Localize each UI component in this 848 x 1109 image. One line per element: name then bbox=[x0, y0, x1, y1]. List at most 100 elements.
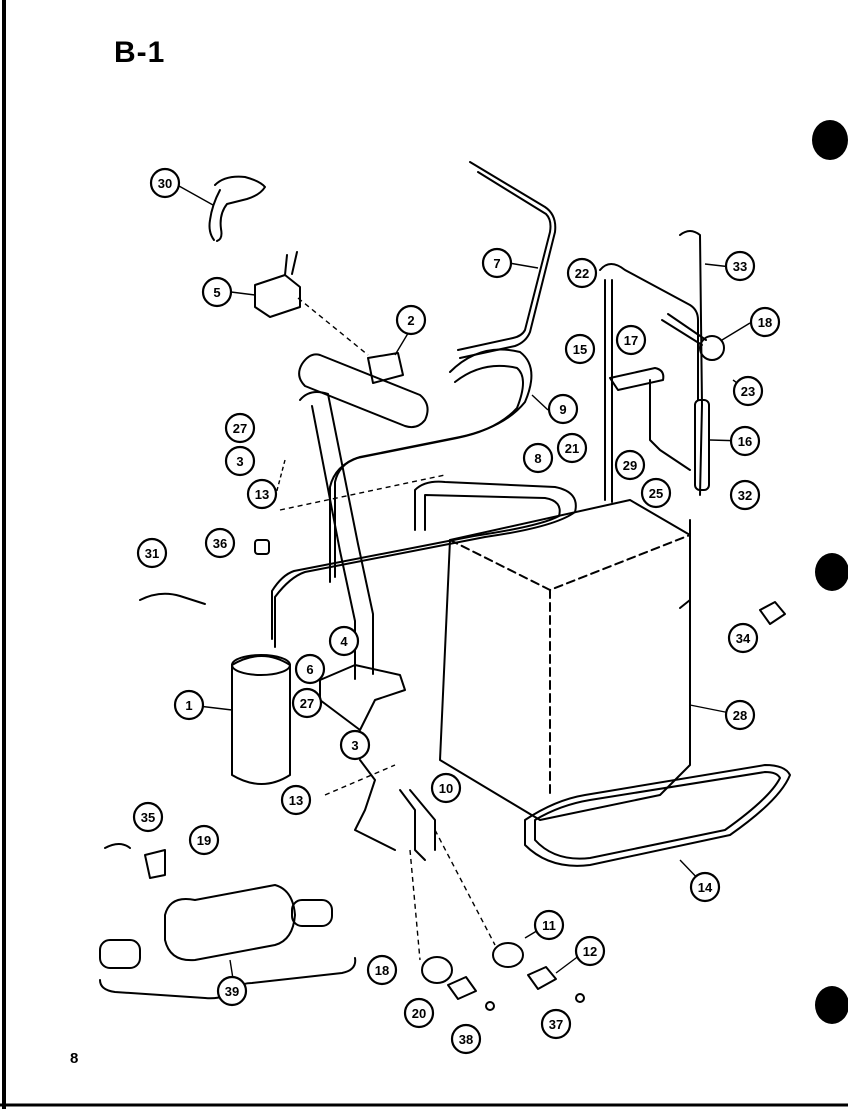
part-39-dryer bbox=[164, 884, 296, 962]
callout-23: 23 bbox=[732, 375, 764, 407]
callout-label: 33 bbox=[733, 259, 747, 274]
callout-label: 36 bbox=[213, 536, 227, 551]
callout-12: 12 bbox=[574, 935, 606, 967]
callout-label: 3 bbox=[236, 454, 243, 469]
part-34-fitting bbox=[759, 601, 786, 625]
callout-30: 30 bbox=[149, 167, 181, 199]
callout-label: 19 bbox=[197, 833, 211, 848]
callout-7: 7 bbox=[481, 247, 513, 279]
callout-3: 3 bbox=[339, 729, 371, 761]
callout-31: 31 bbox=[136, 537, 168, 569]
part-6-fitting bbox=[319, 664, 406, 731]
callout-35: 35 bbox=[132, 801, 164, 833]
callout-label: 2 bbox=[407, 313, 414, 328]
callout-21: 21 bbox=[556, 432, 588, 464]
callout-19: 19 bbox=[188, 824, 220, 856]
callout-label: 29 bbox=[623, 458, 637, 473]
part-2-valve bbox=[298, 353, 429, 429]
callout-label: 28 bbox=[733, 708, 747, 723]
part-12-fitting bbox=[527, 966, 557, 990]
callout-16: 16 bbox=[729, 425, 761, 457]
callout-label: 1 bbox=[185, 698, 192, 713]
callout-label: 25 bbox=[649, 486, 663, 501]
part-16-bulb bbox=[694, 399, 710, 491]
callout-label: 31 bbox=[145, 546, 159, 561]
callout-14: 14 bbox=[689, 871, 721, 903]
callout-label: 14 bbox=[698, 880, 713, 895]
binder-hole-mark bbox=[815, 553, 848, 591]
callout-label: 34 bbox=[736, 631, 751, 646]
callout-label: 20 bbox=[412, 1006, 426, 1021]
callout-6: 6 bbox=[294, 653, 326, 685]
callout-label: 7 bbox=[493, 256, 500, 271]
callout-15: 15 bbox=[564, 333, 596, 365]
callout-3: 3 bbox=[224, 445, 256, 477]
callout-label: 5 bbox=[213, 285, 220, 300]
callout-label: 35 bbox=[141, 810, 155, 825]
page-title: B-1 bbox=[114, 36, 166, 69]
part-20-fitting bbox=[447, 976, 477, 1000]
callout-5: 5 bbox=[201, 276, 233, 308]
callout-label: 18 bbox=[758, 315, 772, 330]
callout-13: 13 bbox=[246, 478, 278, 510]
callout-label: 27 bbox=[300, 696, 314, 711]
callout-label: 11 bbox=[542, 918, 556, 933]
binder-hole-mark bbox=[815, 986, 848, 1024]
callout-label: 27 bbox=[233, 421, 247, 436]
callout-2: 2 bbox=[395, 304, 427, 336]
callout-label: 18 bbox=[375, 963, 389, 978]
callout-36: 36 bbox=[204, 527, 236, 559]
callout-9: 9 bbox=[547, 393, 579, 425]
callout-11: 11 bbox=[533, 909, 565, 941]
part-18-valve bbox=[699, 335, 725, 361]
part-28-coil bbox=[439, 499, 691, 821]
callout-label: 3 bbox=[351, 738, 358, 753]
callout-label: 4 bbox=[340, 634, 348, 649]
callout-27: 27 bbox=[291, 687, 323, 719]
part-5-coil bbox=[254, 274, 301, 318]
part-1-accumulator bbox=[231, 655, 291, 785]
callout-27: 27 bbox=[224, 412, 256, 444]
callout-label: 32 bbox=[738, 488, 752, 503]
callout-34: 34 bbox=[727, 622, 759, 654]
part-11-nut bbox=[492, 942, 524, 968]
callout-label: 8 bbox=[534, 451, 541, 466]
callout-18: 18 bbox=[366, 954, 398, 986]
callout-39: 39 bbox=[216, 975, 248, 1007]
part-36-plug bbox=[254, 539, 270, 555]
callout-8: 8 bbox=[522, 442, 554, 474]
callout-label: 13 bbox=[255, 487, 269, 502]
callout-label: 13 bbox=[289, 793, 303, 808]
callout-17: 17 bbox=[615, 324, 647, 356]
callout-label: 10 bbox=[439, 781, 453, 796]
callout-label: 37 bbox=[549, 1017, 563, 1032]
callout-13: 13 bbox=[280, 784, 312, 816]
callout-label: 16 bbox=[738, 434, 752, 449]
callout-label: 21 bbox=[565, 441, 579, 456]
binder-hole-mark bbox=[812, 120, 848, 160]
callout-label: 12 bbox=[583, 944, 597, 959]
callout-32: 32 bbox=[729, 479, 761, 511]
callout-label: 6 bbox=[306, 662, 313, 677]
part-22-tube bbox=[599, 263, 699, 401]
callout-10: 10 bbox=[430, 772, 462, 804]
callout-label: 17 bbox=[624, 333, 638, 348]
callout-33: 33 bbox=[724, 250, 756, 282]
page-number: 8 bbox=[70, 1050, 79, 1067]
callout-20: 20 bbox=[403, 997, 435, 1029]
callout-38: 38 bbox=[450, 1023, 482, 1055]
part-19-nut bbox=[421, 956, 453, 984]
callout-label: 30 bbox=[158, 176, 172, 191]
callout-22: 22 bbox=[566, 257, 598, 289]
callout-label: 38 bbox=[459, 1032, 473, 1047]
callout-label: 9 bbox=[559, 402, 566, 417]
callout-25: 25 bbox=[640, 477, 672, 509]
callout-label: 39 bbox=[225, 984, 239, 999]
part-30-bracket bbox=[214, 175, 266, 242]
callout-1: 1 bbox=[173, 689, 205, 721]
callout-label: 22 bbox=[575, 266, 589, 281]
part-14-drain-pan bbox=[524, 764, 791, 867]
